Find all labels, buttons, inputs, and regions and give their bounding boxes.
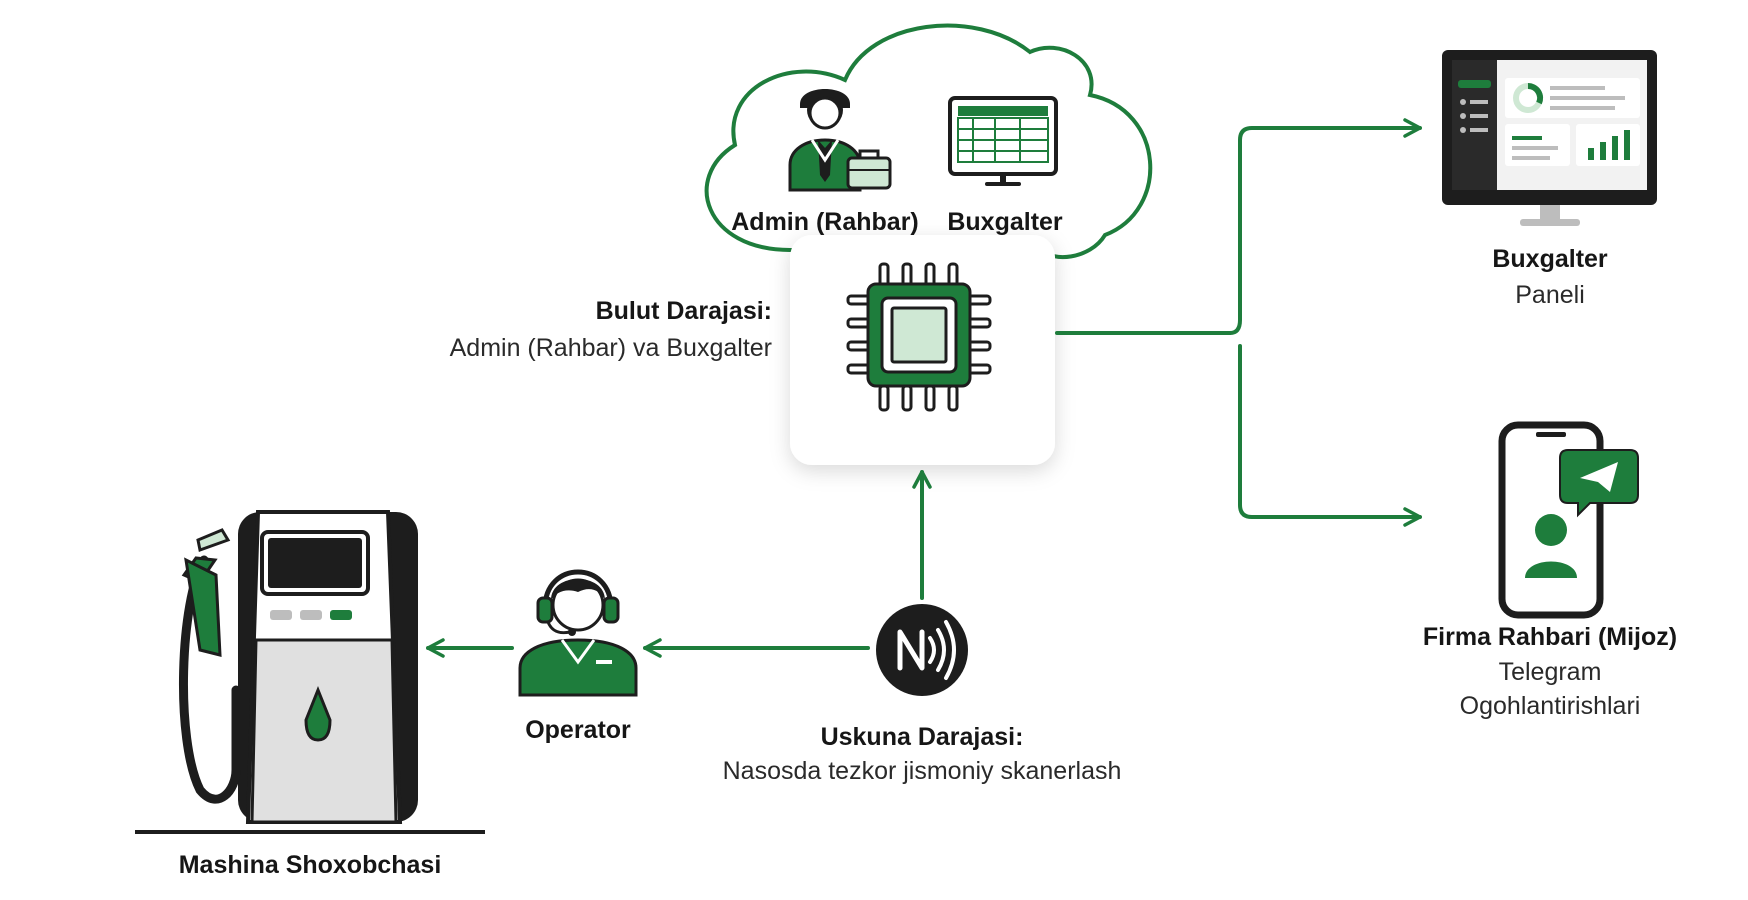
spreadsheet-monitor-icon [948, 96, 1058, 186]
telegram-icon [1559, 449, 1639, 518]
nfc-icon [876, 604, 968, 696]
cloud-level-title: Bulut Darajasi: [595, 297, 772, 325]
device-level-title: Uskuna Darajasi: [820, 723, 1024, 751]
processor-chip-icon [846, 262, 992, 412]
cloud-icon [704, 23, 1153, 260]
arrow-to-dashboard [1228, 118, 1422, 335]
briefcase-icon [846, 149, 892, 190]
cloud-buxgalter-label: Buxgalter [947, 208, 1063, 236]
dashboard-title: Buxgalter [1492, 245, 1608, 273]
operator-label: Operator [525, 716, 631, 744]
connections [426, 118, 1422, 658]
dashboard-subtitle: Paneli [1515, 281, 1585, 309]
admin-person-icon [788, 89, 862, 192]
phone-title: Firma Rahbari (Mijoz) [1422, 623, 1678, 651]
dashboard-monitor-icon [1442, 50, 1657, 226]
phone-line1: Telegram [1498, 658, 1602, 686]
cloud-level-subtitle: Admin (Rahbar) va Buxgalter [449, 334, 772, 362]
fuel-pump-icon [135, 510, 485, 834]
operator-headset-icon [518, 569, 638, 697]
station-label: Mashina Shoxobchasi [178, 851, 442, 879]
arrow-to-phone [1238, 344, 1422, 527]
device-level-subtitle: Nasosda tezkor jismoniy skanerlash [722, 757, 1122, 785]
admin-label: Admin (Rahbar) [731, 208, 919, 236]
phone-line2: Ogohlantirishlari [1459, 692, 1641, 720]
